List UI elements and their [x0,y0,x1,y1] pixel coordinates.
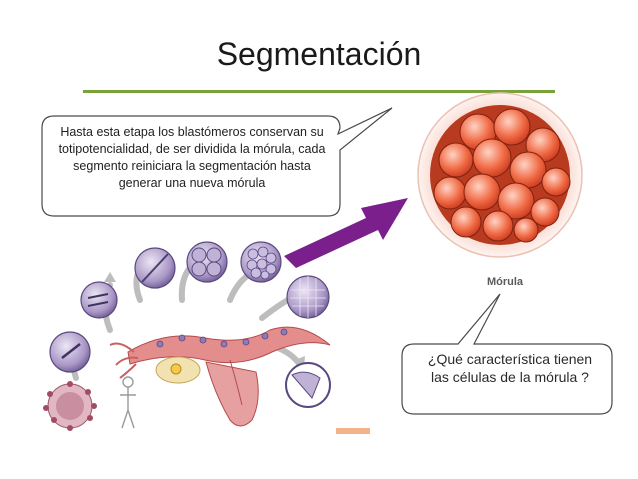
callout-bottom-bubble [401,293,613,415]
callout-bottom-text: ¿Qué característica tienen las células d… [427,351,593,385]
callout-top-bubble [41,107,393,217]
morula-cells [433,108,571,243]
morula-label: Mórula [486,276,524,288]
slide-title: Segmentación [216,36,422,72]
morula-image [417,92,583,258]
cleavage-illustration [43,241,370,434]
title-rule [83,90,555,93]
transition-arrow [284,198,408,268]
callout-top-text: Hasta esta etapa los blastómeros conserv… [58,125,326,190]
